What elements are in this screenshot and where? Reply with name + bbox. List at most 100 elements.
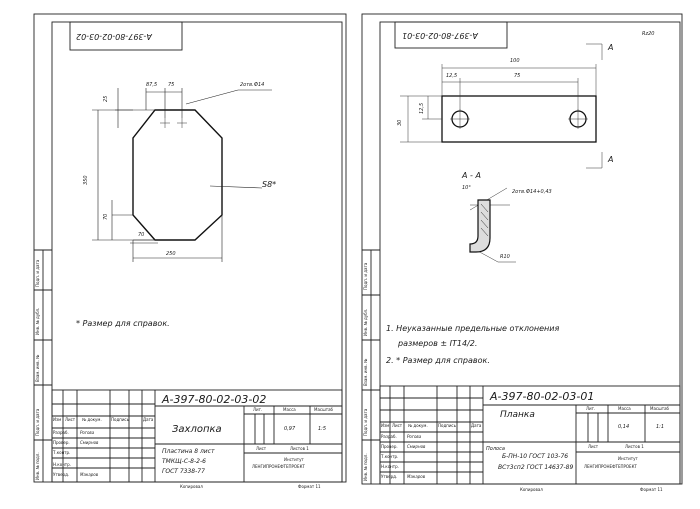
right-role-dev: Разраб.: [381, 434, 397, 439]
left-mass-value: 0,97: [284, 426, 296, 432]
right-material-2: Б-ПН-10 ГОСТ 103-76: [502, 453, 569, 460]
dim-75: 75: [514, 73, 521, 79]
right-hdr-date: Дата: [471, 423, 482, 428]
right-side-label-2: Инв. № дубл.: [363, 308, 368, 336]
right-block-code: A-397-80-02-03-01: [490, 390, 595, 403]
left-role-ncontr: Н.контр.: [53, 462, 71, 467]
right-hole-note: 2отв.Ф14+0,43: [512, 189, 552, 195]
dim-250: 250: [166, 251, 176, 257]
thickness-label: S8*: [262, 180, 277, 189]
right-scale-value: 1:1: [656, 424, 665, 430]
right-format: Формат 11: [640, 487, 663, 492]
right-sheet-lines: [361, 13, 683, 485]
right-top-code: A-397-80-02-03-01: [402, 31, 478, 40]
right-role-ncontr: Н.контр.: [381, 464, 399, 469]
right-side-label-3: Взам. инв. №: [363, 358, 368, 386]
right-side-label-1: Подп. и дата: [363, 262, 368, 290]
left-sheet-lines: [33, 13, 347, 483]
section-label: А - А: [462, 171, 481, 180]
left-name-check: Смирнов: [80, 440, 99, 445]
dim-75-top: 75: [168, 82, 175, 88]
left-col-lit: Лит.: [253, 407, 263, 412]
right-sheets-label: Листов 1: [625, 444, 644, 449]
left-sheet-label: Лист: [256, 446, 267, 451]
right-note-2: 2. * Размер для справок.: [386, 356, 490, 365]
section-profile: [469, 199, 491, 253]
right-institute: Институт: [618, 456, 638, 461]
octagon-part-outline: [132, 109, 223, 241]
left-sheets-label: Листов 1: [290, 446, 309, 451]
right-col-mass: Масса: [618, 406, 631, 411]
right-note-1b: размеров ± IT14/2.: [398, 339, 478, 348]
left-name-approve: Макаров: [80, 472, 99, 477]
right-name-dev: Рогова: [407, 434, 422, 439]
left-reference-note: * Размер для справок.: [76, 319, 170, 328]
dim-100: 100: [510, 58, 520, 64]
right-role-approve: Утверд.: [381, 474, 398, 479]
right-part-title: Планка: [500, 410, 535, 420]
left-role-dev: Разраб.: [53, 430, 69, 435]
left-hdr-list: Лист: [65, 417, 76, 422]
dim-12-5-top: 12,5: [446, 73, 458, 79]
left-block-code: A-397-80-02-03-02: [162, 393, 267, 406]
left-material-1: Пластина 8 лист: [162, 448, 215, 455]
radius-r10: R10: [500, 254, 510, 260]
right-hdr-doc: № докум.: [408, 423, 428, 428]
section-mark-top: A: [608, 43, 614, 52]
dim-350: 350: [83, 175, 89, 185]
left-hdr-doc: № докум.: [82, 417, 102, 422]
left-drawing-sheet: A-397-80-02-03-02 87,5 75 25 350 70 70 2…: [33, 13, 347, 489]
left-material-2: ТМКЩ-С-8-2-6: [162, 458, 206, 465]
dim-87-5: 87,5: [146, 82, 158, 88]
right-hdr-izm: Изм: [381, 423, 390, 428]
left-copied: Копировал: [180, 484, 203, 489]
angle-10: 10°: [462, 185, 471, 191]
right-material-1: Полоса: [486, 446, 505, 452]
left-top-code: A-397-80-02-03-02: [76, 32, 152, 41]
left-part-title: Захлопка: [172, 424, 222, 435]
left-institute: Институт: [284, 457, 304, 462]
dim-70-horizontal: 70: [138, 232, 145, 238]
left-hole-note: 2отв.Ф14: [240, 82, 265, 88]
right-sheet-label: Лист: [588, 444, 599, 449]
right-mass-value: 0,14: [618, 424, 630, 430]
dim-70-vertical: 70: [103, 213, 109, 220]
right-hdr-list: Лист: [392, 423, 403, 428]
left-side-label-1: Подп. и дата: [35, 259, 40, 287]
right-side-label-5: Инв. № подл.: [363, 453, 368, 481]
left-side-label-2: Инв. № дубл.: [35, 307, 40, 335]
right-institute-name: ЛЕНГИПРОНЕФТЕПРОЕКТ: [584, 464, 637, 469]
right-role-tcontr: Т.контр.: [381, 454, 399, 459]
right-col-lit: Лит.: [586, 406, 596, 411]
left-hdr-date: Дата: [143, 417, 154, 422]
right-role-check: Провер.: [381, 444, 398, 449]
left-role-tcontr: Т.контр.: [53, 450, 71, 455]
right-col-scale: Масштаб: [650, 406, 670, 411]
left-side-label-4: Подп. и дата: [35, 408, 40, 436]
right-note-1: 1. Неуказанные предельные отклонения: [386, 324, 560, 333]
left-col-mass: Масса: [283, 407, 296, 412]
left-format: Формат 11: [298, 484, 321, 489]
section-mark-bottom: A: [608, 155, 614, 164]
dim-25: 25: [103, 95, 109, 102]
right-side-label-4: Подп. и дата: [363, 408, 368, 436]
left-scale-value: 1:5: [318, 426, 327, 432]
right-name-approve: Макаров: [407, 474, 426, 479]
left-hdr-sign: Подпись: [111, 417, 129, 422]
left-material-3: ГОСТ 7338-77: [162, 468, 205, 475]
left-role-approve: Утверд.: [53, 472, 70, 477]
left-name-dev: Рогова: [80, 430, 95, 435]
dim-12-5-side: 12,5: [419, 102, 425, 114]
right-material-3: ВСт3сп2 ГОСТ 14637-89: [498, 464, 574, 471]
right-hdr-sign: Подпись: [438, 423, 456, 428]
dim-30: 30: [397, 119, 403, 126]
right-drawing-sheet: A-397-80-02-03-01 Rz20 A A 100 12,5 75 3…: [350, 0, 700, 509]
left-side-label-3: Взам. инв. №: [35, 354, 40, 382]
left-role-check: Провер.: [53, 440, 70, 445]
left-hdr-izm: Изм: [53, 417, 62, 422]
right-name-check: Смирнов: [407, 444, 426, 449]
left-institute-name: ЛЕНГИПРОНЕФТЕПРОЕКТ: [252, 464, 305, 469]
left-col-scale: Масштаб: [314, 407, 334, 412]
roughness-symbol: Rz20: [642, 31, 655, 37]
left-side-label-5: Инв. № подл.: [35, 452, 40, 480]
